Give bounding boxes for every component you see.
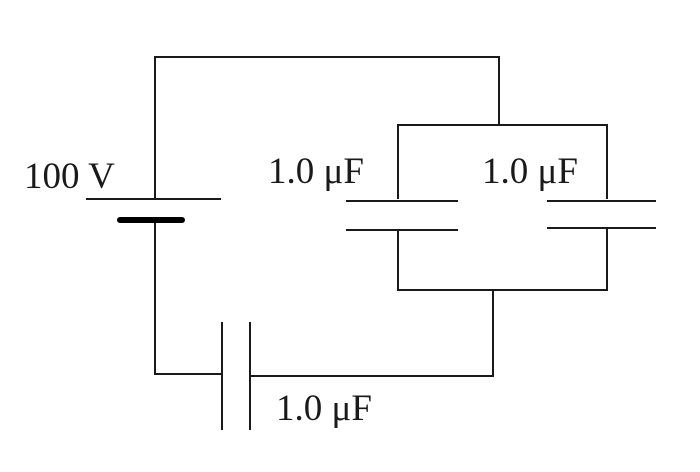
wire-parallel-top [397,124,608,199]
battery: 100 V [24,156,221,223]
battery-label: 100 V [24,156,115,197]
capacitor-bottom: 1.0 μF [221,322,372,430]
capacitor-left-label: 1.0 μF [268,151,364,192]
wire-parallel-bottom [397,229,608,291]
wires [154,56,608,377]
capacitor-left: 1.0 μF [268,151,458,231]
capacitor-right: 1.0 μF [482,151,656,229]
wire-top-loop [154,56,500,199]
capacitor-bottom-label: 1.0 μF [276,388,372,429]
wire-right-to-bottom-cap [249,289,494,377]
capacitor-right-label: 1.0 μF [482,151,578,192]
wire-left-to-bottom-cap [154,219,223,375]
